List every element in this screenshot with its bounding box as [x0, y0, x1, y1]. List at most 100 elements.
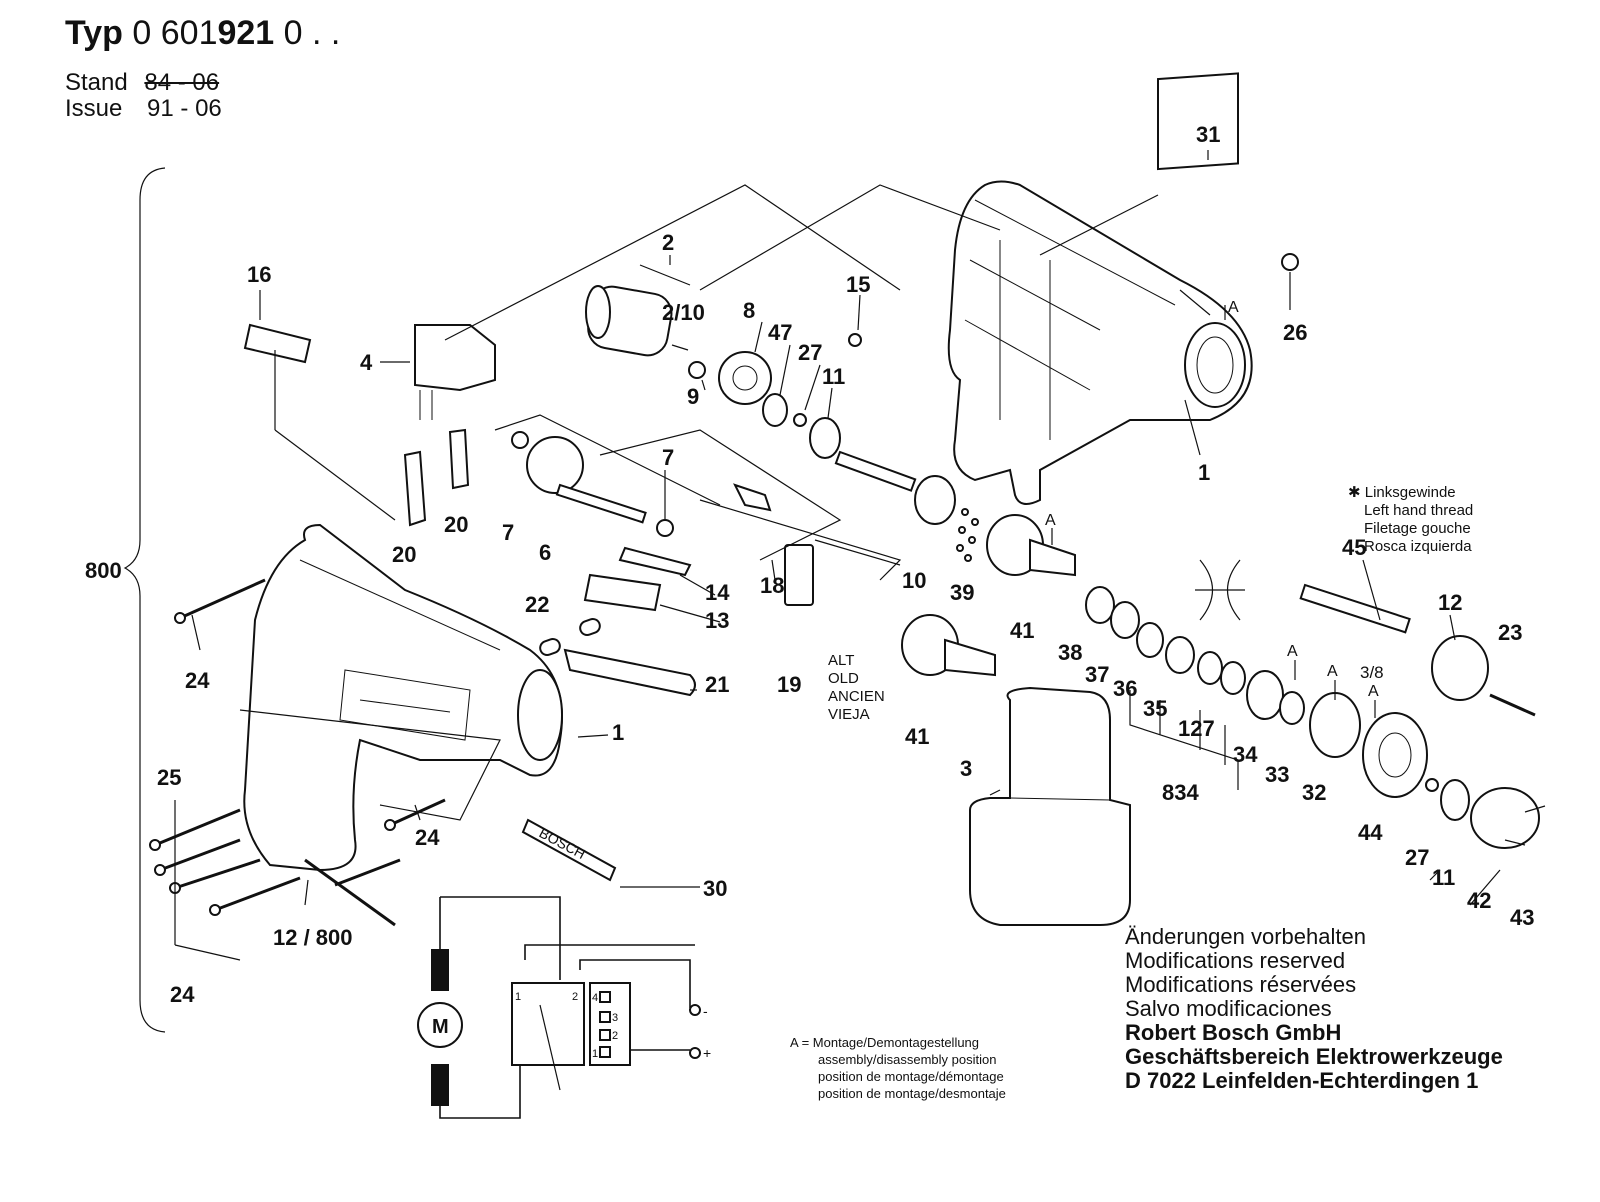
callout-2-10: 2/10 [662, 300, 705, 325]
thread-note-de: Linksgewinde [1364, 484, 1456, 501]
gear-6 [526, 436, 584, 494]
callout-2: 2 [662, 230, 674, 255]
legend-a-es: position de montage/desmontaje [818, 1086, 1006, 1101]
terminal-plus [689, 1047, 701, 1059]
company-name: Robert Bosch GmbH [1125, 1020, 1342, 1045]
switch-terminal-2: 2 [572, 991, 578, 1003]
note-es: Salvo modificaciones [1125, 996, 1332, 1021]
callout-22: 22 [525, 592, 549, 617]
bearing-11a [809, 417, 841, 459]
terminal-minus-label: - [703, 1003, 708, 1019]
contact-20b [448, 428, 470, 490]
note-de: Änderungen vorbehalten [1125, 924, 1366, 949]
callout-36: 36 [1113, 676, 1137, 701]
callout-14: 14 [705, 580, 730, 605]
callout-12-800: 12 / 800 [273, 925, 353, 950]
ring-35 [1165, 636, 1195, 674]
balls-39 [956, 508, 979, 562]
thread-note-es: Rosca izquierda [1364, 538, 1472, 555]
callout-11a: 11 [822, 364, 845, 389]
callout-26: 26 [1283, 320, 1307, 345]
clip-21 [563, 648, 696, 697]
callout-31: 31 [1196, 122, 1220, 147]
ring-47 [762, 393, 788, 427]
callout-24b: 24 [415, 825, 440, 850]
left-hand-thread-note: ✱ Linksgewinde Left hand thread Filetage… [1348, 484, 1474, 555]
spring-34 [1246, 670, 1284, 720]
issue-line: Issue 91 - 06 [65, 96, 222, 122]
company-address: D 7022 Leinfelden-Echterdingen 1 [1125, 1068, 1479, 1093]
assembly-position-markers [1051, 305, 1376, 718]
callout-834: 834 [1162, 780, 1199, 805]
typ-suffix: 0 . . [283, 14, 341, 52]
alt-en: OLD [828, 670, 859, 687]
old-version-note: ALT OLD ANCIEN VIEJA [828, 652, 885, 724]
callout-34: 34 [1233, 742, 1258, 767]
stand-line: Stand 84 - 06 [65, 70, 219, 96]
screw-23 [1489, 693, 1536, 717]
terminal-minus [689, 1004, 701, 1016]
callout-30: 30 [703, 876, 727, 901]
assembly-brace [123, 167, 166, 1033]
pin-22 [539, 637, 561, 657]
switch [414, 324, 496, 420]
callout-21: 21 [705, 672, 729, 697]
note-fr: Modifications réservées [1125, 972, 1357, 997]
washer-9 [688, 361, 706, 379]
gear-8 [718, 351, 772, 405]
legend-a-de: Montage/Demontagestellung [812, 1035, 980, 1050]
callout-12: 12 [1438, 590, 1462, 615]
notes-block: Änderungen vorbehalten Modifications res… [1125, 925, 1503, 1093]
typ-label: Typ [65, 14, 123, 52]
bearing-11b [1440, 779, 1470, 821]
part-14 [618, 546, 692, 577]
callout-9: 9 [687, 384, 699, 409]
callout-a4: A [1327, 663, 1338, 680]
nut-26 [1281, 253, 1299, 271]
wiring-diagram [417, 896, 701, 1119]
callout-1a: 1 [1198, 460, 1210, 485]
motor-label: M [432, 1016, 449, 1038]
callout-23: 23 [1498, 620, 1522, 645]
callout-a3: A [1287, 643, 1298, 660]
callout-41b: 41 [905, 724, 929, 749]
callout-38: 38 [1058, 640, 1082, 665]
issue-value: 91 - 06 [147, 95, 222, 122]
note-en: Modifications reserved [1125, 948, 1346, 973]
stand-label: Stand [65, 69, 128, 96]
ring-127 [1197, 651, 1223, 685]
callout-labels: 800 31 2 2/10 16 4 8 47 27 11 15 26 9 A … [85, 122, 1534, 1007]
motor [585, 285, 689, 357]
callout-39: 39 [950, 580, 974, 605]
ring-38 [1085, 586, 1115, 624]
callout-24a: 24 [185, 668, 210, 693]
housing-right-half [947, 180, 1253, 505]
callout-42: 42 [1467, 888, 1491, 913]
sleeve-44 [1362, 712, 1428, 798]
legend-a-en: assembly/disassembly position [818, 1052, 997, 1067]
part-13 [583, 573, 662, 612]
terminal-plus-label: + [703, 1045, 711, 1061]
stand-value: 84 - 06 [144, 69, 220, 96]
alt-es: VIEJA [828, 706, 870, 723]
ring-32 [1309, 692, 1361, 758]
callout-7b: 7 [662, 445, 674, 470]
callout-44: 44 [1358, 820, 1383, 845]
alt-de: ALT [828, 652, 855, 669]
callout-15: 15 [846, 272, 870, 297]
ring-33 [1279, 691, 1305, 725]
housing-left-half [243, 523, 563, 872]
motor-symbol [417, 1002, 463, 1048]
callout-800: 800 [85, 558, 122, 583]
wiring-labels: M - + 4 3 2 1 1 2 [432, 991, 711, 1061]
bushing-7b [656, 519, 674, 537]
bushing-7a [511, 431, 529, 449]
callout-32: 32 [1302, 780, 1326, 805]
callout-13: 13 [705, 608, 729, 633]
callout-a1: A [1228, 299, 1239, 316]
typ-bold: 921 [217, 14, 275, 52]
callout-19: 19 [777, 672, 801, 697]
company-division: Geschäftsbereich Elektrowerkzeuge [1125, 1044, 1503, 1069]
callout-35: 35 [1143, 696, 1167, 721]
